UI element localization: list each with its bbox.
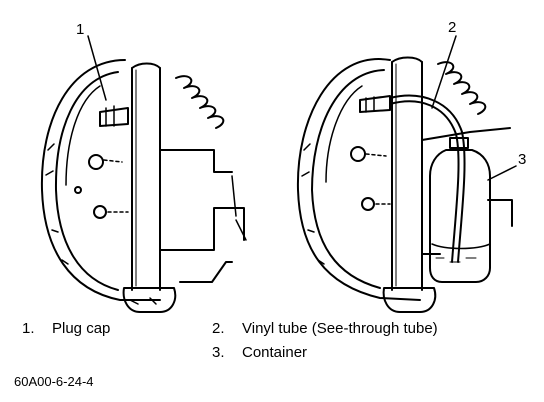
right-brake-assembly xyxy=(298,36,516,312)
vinyl-tube xyxy=(390,101,459,262)
container-bottle xyxy=(430,138,490,282)
legend-label: Vinyl tube (See-through tube) xyxy=(242,320,438,337)
left-backing-plate xyxy=(42,60,160,300)
callout-2-vinyl-tube: 2 xyxy=(448,19,456,36)
legend-number: 1. xyxy=(22,320,35,337)
legend-item-vinyl-tube: 2. Vinyl tube (See-through tube) xyxy=(212,320,438,337)
right-bleeder-screw xyxy=(360,96,390,112)
left-bleeder-plug xyxy=(100,108,128,126)
legend-label: Plug cap xyxy=(52,320,111,337)
right-strut xyxy=(392,62,422,290)
legend-item-plug-cap: 1. Plug cap xyxy=(22,320,110,337)
legend-label: Container xyxy=(242,344,308,361)
right-spring xyxy=(438,62,485,114)
callout-3-container: 3 xyxy=(518,151,526,168)
legend-item-container: 3. Container xyxy=(212,344,307,361)
callout-1-plug-cap: 1 xyxy=(76,21,84,38)
figure-code: 60A00-6-24-4 xyxy=(14,374,94,389)
right-backing-plate xyxy=(298,59,420,300)
legend-number: 2. xyxy=(212,320,225,337)
left-strut xyxy=(132,68,160,290)
left-brake-assembly xyxy=(42,36,246,312)
legend-number: 3. xyxy=(212,344,225,361)
left-spring xyxy=(176,76,223,128)
